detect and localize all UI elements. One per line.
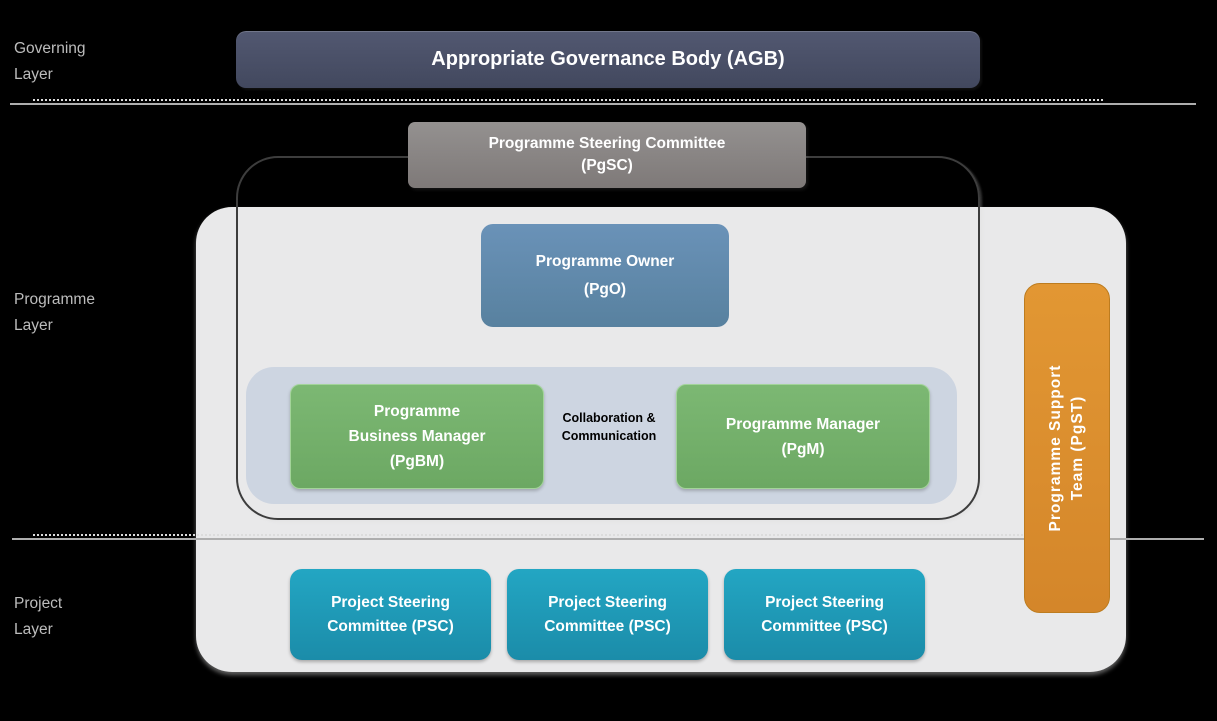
governing-separator-dotted-line (33, 99, 1103, 101)
agb-box-label: Appropriate Governance Body (AGB) (431, 48, 785, 70)
psc-box-3-line1: Project Steering (765, 593, 884, 611)
pgst-vertical-label: Programme Support Team (PgST) (1045, 288, 1089, 608)
project-separator-line (12, 538, 1204, 540)
collaboration-label-line1: Collaboration & (562, 411, 656, 425)
psc-box-2-line2: Committee (PSC) (544, 617, 671, 635)
psc-box-1-line2: Committee (PSC) (327, 617, 454, 635)
pgbm-box-line1: Programme (373, 403, 461, 420)
programme-owner-box-line1: Programme Owner (535, 252, 675, 270)
programme-owner-box-line2: (PgO) (583, 280, 627, 298)
psc-box-1: Project Steering Committee (PSC) (290, 569, 491, 660)
psc-box-2-line1: Project Steering (548, 593, 667, 611)
governing-layer-label: Governing Layer (14, 36, 86, 88)
programme-support-team-box: Programme Support Team (PgST) (1024, 283, 1110, 613)
pgst-box-line1: Programme Support (1047, 364, 1064, 532)
project-separator-dotted-line (33, 534, 1103, 536)
pgst-box-line2: Team (PgST) (1069, 395, 1086, 501)
pgsc-box: Programme Steering Committee (PgSC) (408, 122, 806, 188)
governing-separator-line (10, 103, 1196, 105)
psc-box-2: Project Steering Committee (PSC) (507, 569, 708, 660)
programme-owner-box: Programme Owner (PgO) (481, 224, 729, 327)
pgm-box-line2: (PgM) (781, 440, 825, 458)
project-layer-label-line1: Project (14, 595, 63, 612)
programme-manager-box: Programme Manager (PgM) (676, 384, 930, 489)
governing-layer-label-line1: Governing (14, 40, 86, 57)
agb-box: Appropriate Governance Body (AGB) (236, 31, 980, 88)
programme-layer-label: Programme Layer (14, 287, 95, 339)
psc-box-1-line1: Project Steering (331, 593, 450, 611)
programme-layer-label-line1: Programme (14, 291, 95, 308)
collaboration-communication-label: Collaboration & Communication (546, 409, 672, 445)
governing-layer-label-line2: Layer (14, 66, 53, 83)
pgbm-box-line3: (PgBM) (389, 453, 445, 470)
psc-box-3-line2: Committee (PSC) (761, 617, 888, 635)
project-layer-label: Project Layer (14, 591, 62, 643)
pgsc-box-line2: (PgSC) (581, 157, 633, 174)
pgbm-box-line2: Business Manager (348, 428, 486, 445)
programme-business-manager-box: Programme Business Manager (PgBM) (290, 384, 544, 489)
pgsc-box-line1: Programme Steering Committee (488, 135, 726, 152)
psc-box-3: Project Steering Committee (PSC) (724, 569, 925, 660)
project-layer-label-line2: Layer (14, 621, 53, 638)
collaboration-label-line2: Communication (561, 429, 657, 443)
programme-layer-label-line2: Layer (14, 317, 53, 334)
pgm-box-line1: Programme Manager (725, 415, 881, 433)
